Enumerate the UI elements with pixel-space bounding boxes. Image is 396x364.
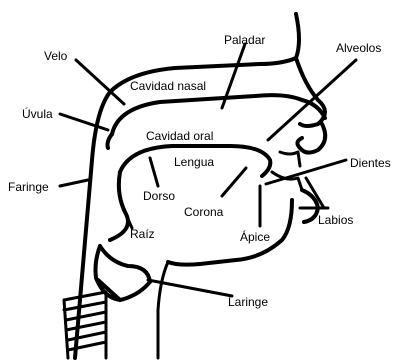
pointer-corona	[222, 168, 246, 196]
label-laringe: Laringe	[228, 296, 268, 308]
label-raiz: Raíz	[130, 228, 155, 240]
label-labios: Labios	[318, 214, 353, 226]
label-faringe: Faringe	[8, 181, 49, 193]
label-cavidad-nasal: Cavidad nasal	[130, 80, 206, 92]
palate	[112, 95, 325, 134]
trachea	[64, 292, 106, 358]
label-paladar: Paladar	[224, 34, 265, 46]
velum	[108, 134, 113, 148]
label-uvula: Úvula	[22, 108, 53, 120]
pointer-faringe	[60, 180, 88, 186]
pointer-alveolos	[268, 60, 356, 140]
outer-profile	[75, 14, 325, 358]
front-neck	[158, 262, 168, 358]
label-lengua: Lengua	[174, 156, 214, 168]
pointer-dorso	[150, 158, 158, 186]
label-apice: Ápice	[240, 231, 270, 243]
label-dientes: Dientes	[350, 157, 391, 169]
label-velo: Velo	[44, 50, 67, 62]
label-alveolos: Alveolos	[336, 42, 381, 54]
upper-teeth	[280, 152, 300, 166]
upper-lip	[297, 124, 325, 153]
label-cavidad-oral: Cavidad oral	[146, 130, 213, 142]
tongue-base	[110, 172, 128, 240]
label-dorso: Dorso	[143, 190, 175, 202]
label-corona: Corona	[184, 206, 223, 218]
pointer-velo	[76, 60, 124, 104]
